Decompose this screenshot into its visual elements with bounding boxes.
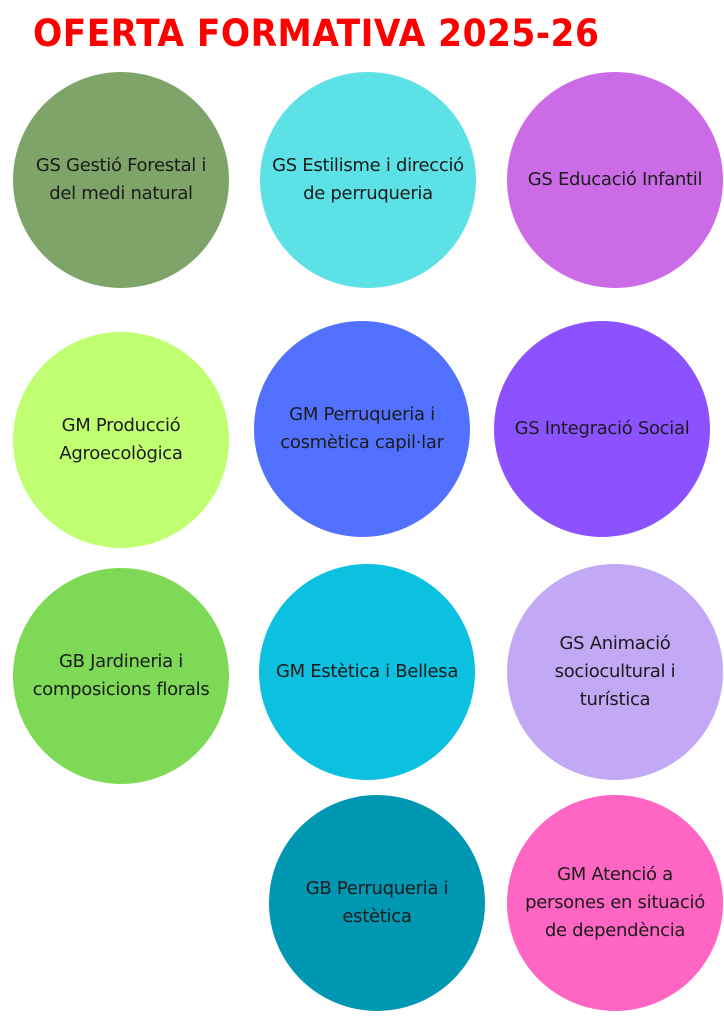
course-label: GM Estètica i Bellesa	[275, 661, 459, 682]
course-label: GS Educació Infantil	[527, 169, 703, 190]
course-circle[interactable]: GS Gestió Forestal i del medi natural	[13, 72, 229, 288]
course-circle[interactable]: GM Atenció a persones en situació de dep…	[507, 795, 723, 1011]
course-circle[interactable]: GB Jardineria i composicions florals	[13, 568, 229, 784]
course-circle[interactable]: GM Perruqueria i cosmètica capil·lar	[254, 321, 470, 537]
course-label: GM Perruqueria i cosmètica capil·lar	[280, 404, 444, 453]
course-circle[interactable]: GS Estilisme i direcció de perruqueria	[260, 72, 476, 288]
course-label: GM Atenció a persones en situació de dep…	[525, 864, 705, 941]
course-label: GS Gestió Forestal i del medi natural	[35, 155, 207, 204]
page-title: OFERTA FORMATIVA 2025-26	[33, 12, 600, 55]
course-label: GB Perruqueria i estètica	[305, 878, 449, 927]
course-label: GS Integració Social	[514, 418, 690, 439]
course-label: GS Estilisme i direcció de perruqueria	[272, 155, 464, 204]
course-circle[interactable]: GS Animació sociocultural i turística	[507, 564, 723, 780]
course-circle[interactable]: GM Estètica i Bellesa	[259, 564, 475, 780]
course-circle[interactable]: GB Perruqueria i estètica	[269, 795, 485, 1011]
course-circle[interactable]: GS Integració Social	[494, 321, 710, 537]
course-circle[interactable]: GS Educació Infantil	[507, 72, 723, 288]
course-circle[interactable]: GM Producció Agroecològica	[13, 332, 229, 548]
course-label: GB Jardineria i composicions florals	[32, 651, 210, 700]
course-label: GS Animació sociocultural i turística	[554, 633, 676, 710]
course-label: GM Producció Agroecològica	[59, 415, 183, 464]
